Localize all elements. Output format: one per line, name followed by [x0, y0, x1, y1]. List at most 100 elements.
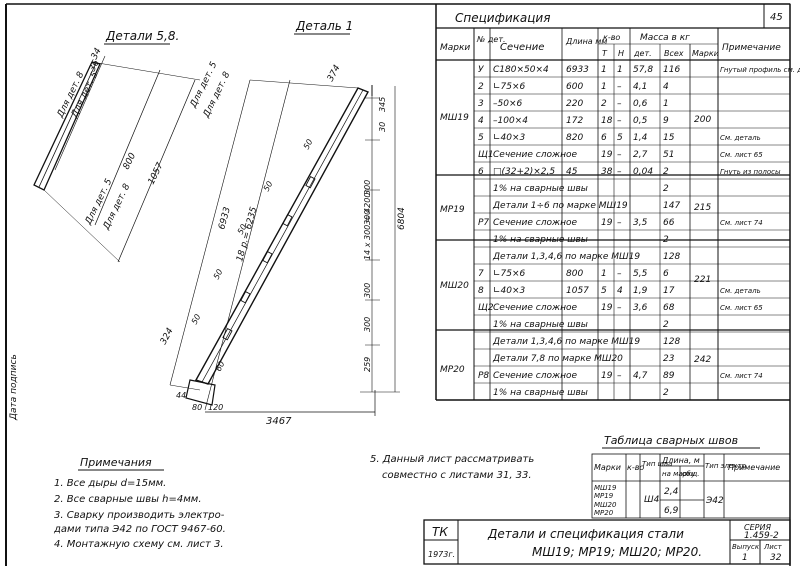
weld-mark-3: МШ20	[594, 501, 617, 509]
spec-cell-mass-all: 15	[663, 133, 675, 143]
stamp-issue-label: Выпуск	[732, 543, 760, 551]
spec-cell-mass-det: 0,04	[633, 167, 653, 177]
hdr-mass-mark: Марки	[692, 49, 719, 58]
angle-profile	[33, 61, 101, 191]
spec-cell-section: □(32+2)×2,5	[493, 167, 555, 177]
spec-cell-mass-det: 2,7	[633, 150, 648, 160]
spec-row-summary: 1% на сварные швы	[493, 184, 588, 194]
spec-cell-section: –50×6	[493, 99, 522, 109]
spec-cell-section: Сечение сложное	[493, 218, 578, 228]
hdr-det-no: № дет.	[476, 35, 506, 44]
note-3: 3. Сварку производить электро-	[54, 510, 225, 521]
note-2: 2. Все сварные швы h=4мм.	[54, 494, 202, 505]
group-mark-mr20: МР20	[440, 365, 465, 375]
spec-cell-length: 6933	[566, 65, 589, 75]
detail-1-title: Деталь 1	[295, 19, 353, 33]
dim-3467: 3467	[266, 416, 292, 427]
spec-cell-qty-t: 19	[601, 303, 613, 313]
spec-cell-mass-all: 2	[663, 320, 669, 330]
spec-cell-mass-all: 128	[663, 252, 680, 262]
spec-cell-mass-det: 4,7	[633, 371, 648, 381]
spec-row-summary: Детали 7,8 по марке МШ20	[492, 354, 623, 364]
spec-cell-mass-det: 4,1	[633, 82, 647, 92]
spec-cell-qty-t: 19	[601, 218, 613, 228]
title-line-2: МШ19; МР19; МШ20; МР20.	[532, 545, 702, 559]
weld-title: Таблица сварных швов	[604, 434, 738, 447]
spec-cell-qty-n: –	[617, 167, 622, 177]
spec-cell-det: 7	[478, 269, 484, 279]
spec-cell-length: 600	[566, 82, 583, 92]
spec-cell-mass-all: 116	[663, 65, 680, 75]
notes-heading: Примечания	[80, 456, 152, 469]
weld-table: Таблица сварных швов Марки к-во Тип шва …	[591, 434, 791, 519]
dim-300-a: 300	[363, 180, 372, 195]
spec-cell-qty-n: –	[617, 99, 622, 109]
spec-cell-mass-all: 6	[663, 269, 669, 279]
spec-cell-qty-n: –	[617, 303, 622, 313]
spec-cell-note: См. лист 65	[720, 151, 763, 159]
spec-cell-qty-t: 2	[601, 99, 607, 109]
spec-cell-det: Щ2	[478, 303, 494, 313]
spec-cell-section: Сечение сложное	[493, 371, 578, 381]
dim-34-top: 34	[90, 46, 104, 61]
hdr-qty-t: Т	[602, 49, 608, 58]
spec-cell-qty-t: 19	[601, 150, 613, 160]
note-3-cont: дами типа Э42 по ГОСТ 9467-60.	[53, 524, 226, 535]
spec-cell-mass-det: 0,5	[633, 116, 648, 126]
spec-cell-mass-all: 17	[663, 286, 675, 296]
notes-block: Примечания 1. Все дыры d=15мм. 2. Все св…	[53, 454, 534, 550]
spec-cell-det: У	[478, 65, 484, 75]
spec-cell-mass-all: 89	[663, 371, 675, 381]
spec-cell-mass-det: 5,5	[633, 269, 648, 279]
spec-cell-qty-t: 38	[601, 167, 613, 177]
spec-cell-det: 2	[478, 82, 484, 92]
dim-800: 800	[122, 151, 139, 171]
spec-cell-section: С180×50×4	[493, 65, 549, 75]
spec-cell-note: См. деталь	[720, 134, 761, 142]
spec-cell-qty-n: 4	[617, 286, 623, 296]
dim-80: 80	[192, 403, 202, 412]
spec-cell-qty-n: –	[617, 116, 622, 126]
spec-cell-det: 4	[478, 116, 484, 126]
spec-cell-length: 800	[566, 269, 583, 279]
weld-hdr-len: Длина, м	[661, 456, 700, 465]
spec-cell-det: 3	[478, 99, 484, 109]
hdr-note: Примечание	[722, 43, 781, 53]
weld-type: Ш4	[644, 495, 660, 505]
stamp-issue-value: 1	[742, 553, 748, 563]
spec-cell-mass-all: 1	[663, 99, 669, 109]
spec-cell-det: Р7	[478, 218, 489, 228]
spec-cell-length: 45	[566, 167, 578, 177]
stamp-code: 1.459-2	[744, 531, 779, 541]
group-mass-mr20: 242	[694, 355, 711, 365]
spec-cell-qty-n: 1	[617, 65, 623, 75]
hdr-section: Сечение	[500, 42, 544, 53]
dim-324: 324	[159, 326, 176, 346]
hdr-length: Длина мм	[565, 37, 607, 46]
spec-cell-det: 8	[478, 286, 484, 296]
dim-60: 60	[214, 360, 227, 373]
hdr-qty: к-во	[603, 33, 620, 42]
weld-hdr-len-one: на марку	[662, 470, 696, 478]
spec-cell-det: Р8	[478, 371, 489, 381]
spec-cell-qty-n: –	[617, 371, 622, 381]
spec-row-summary: Детали 1÷6 по марке МШ19	[492, 201, 628, 211]
dim-300-b: 300	[363, 210, 372, 225]
group-mass-mr19: 215	[694, 203, 711, 213]
spec-cell-mass-all: 66	[663, 218, 675, 228]
spec-cell-det: 6	[478, 167, 484, 177]
weld-hdr-len-all: общ.	[682, 470, 699, 478]
hdr-mass-det: дет.	[633, 49, 652, 58]
stringer-beam	[194, 87, 369, 385]
spec-cell-section: –100×4	[493, 116, 528, 126]
spec-cell-mass-all: 128	[663, 337, 680, 347]
spec-cell-mass-det: 57,8	[633, 65, 653, 75]
details-5-8-drawing: Детали 5,8. 34 36 Для дет. 8 Для дет. 5 …	[33, 29, 233, 263]
spec-cell-mass-det: 1,9	[633, 286, 648, 296]
dim-50-a: 50	[302, 138, 315, 151]
weld-electrode: Э42	[705, 496, 724, 506]
dim-50-d: 50	[212, 268, 225, 281]
group-mass-msh20: 221	[694, 275, 711, 285]
